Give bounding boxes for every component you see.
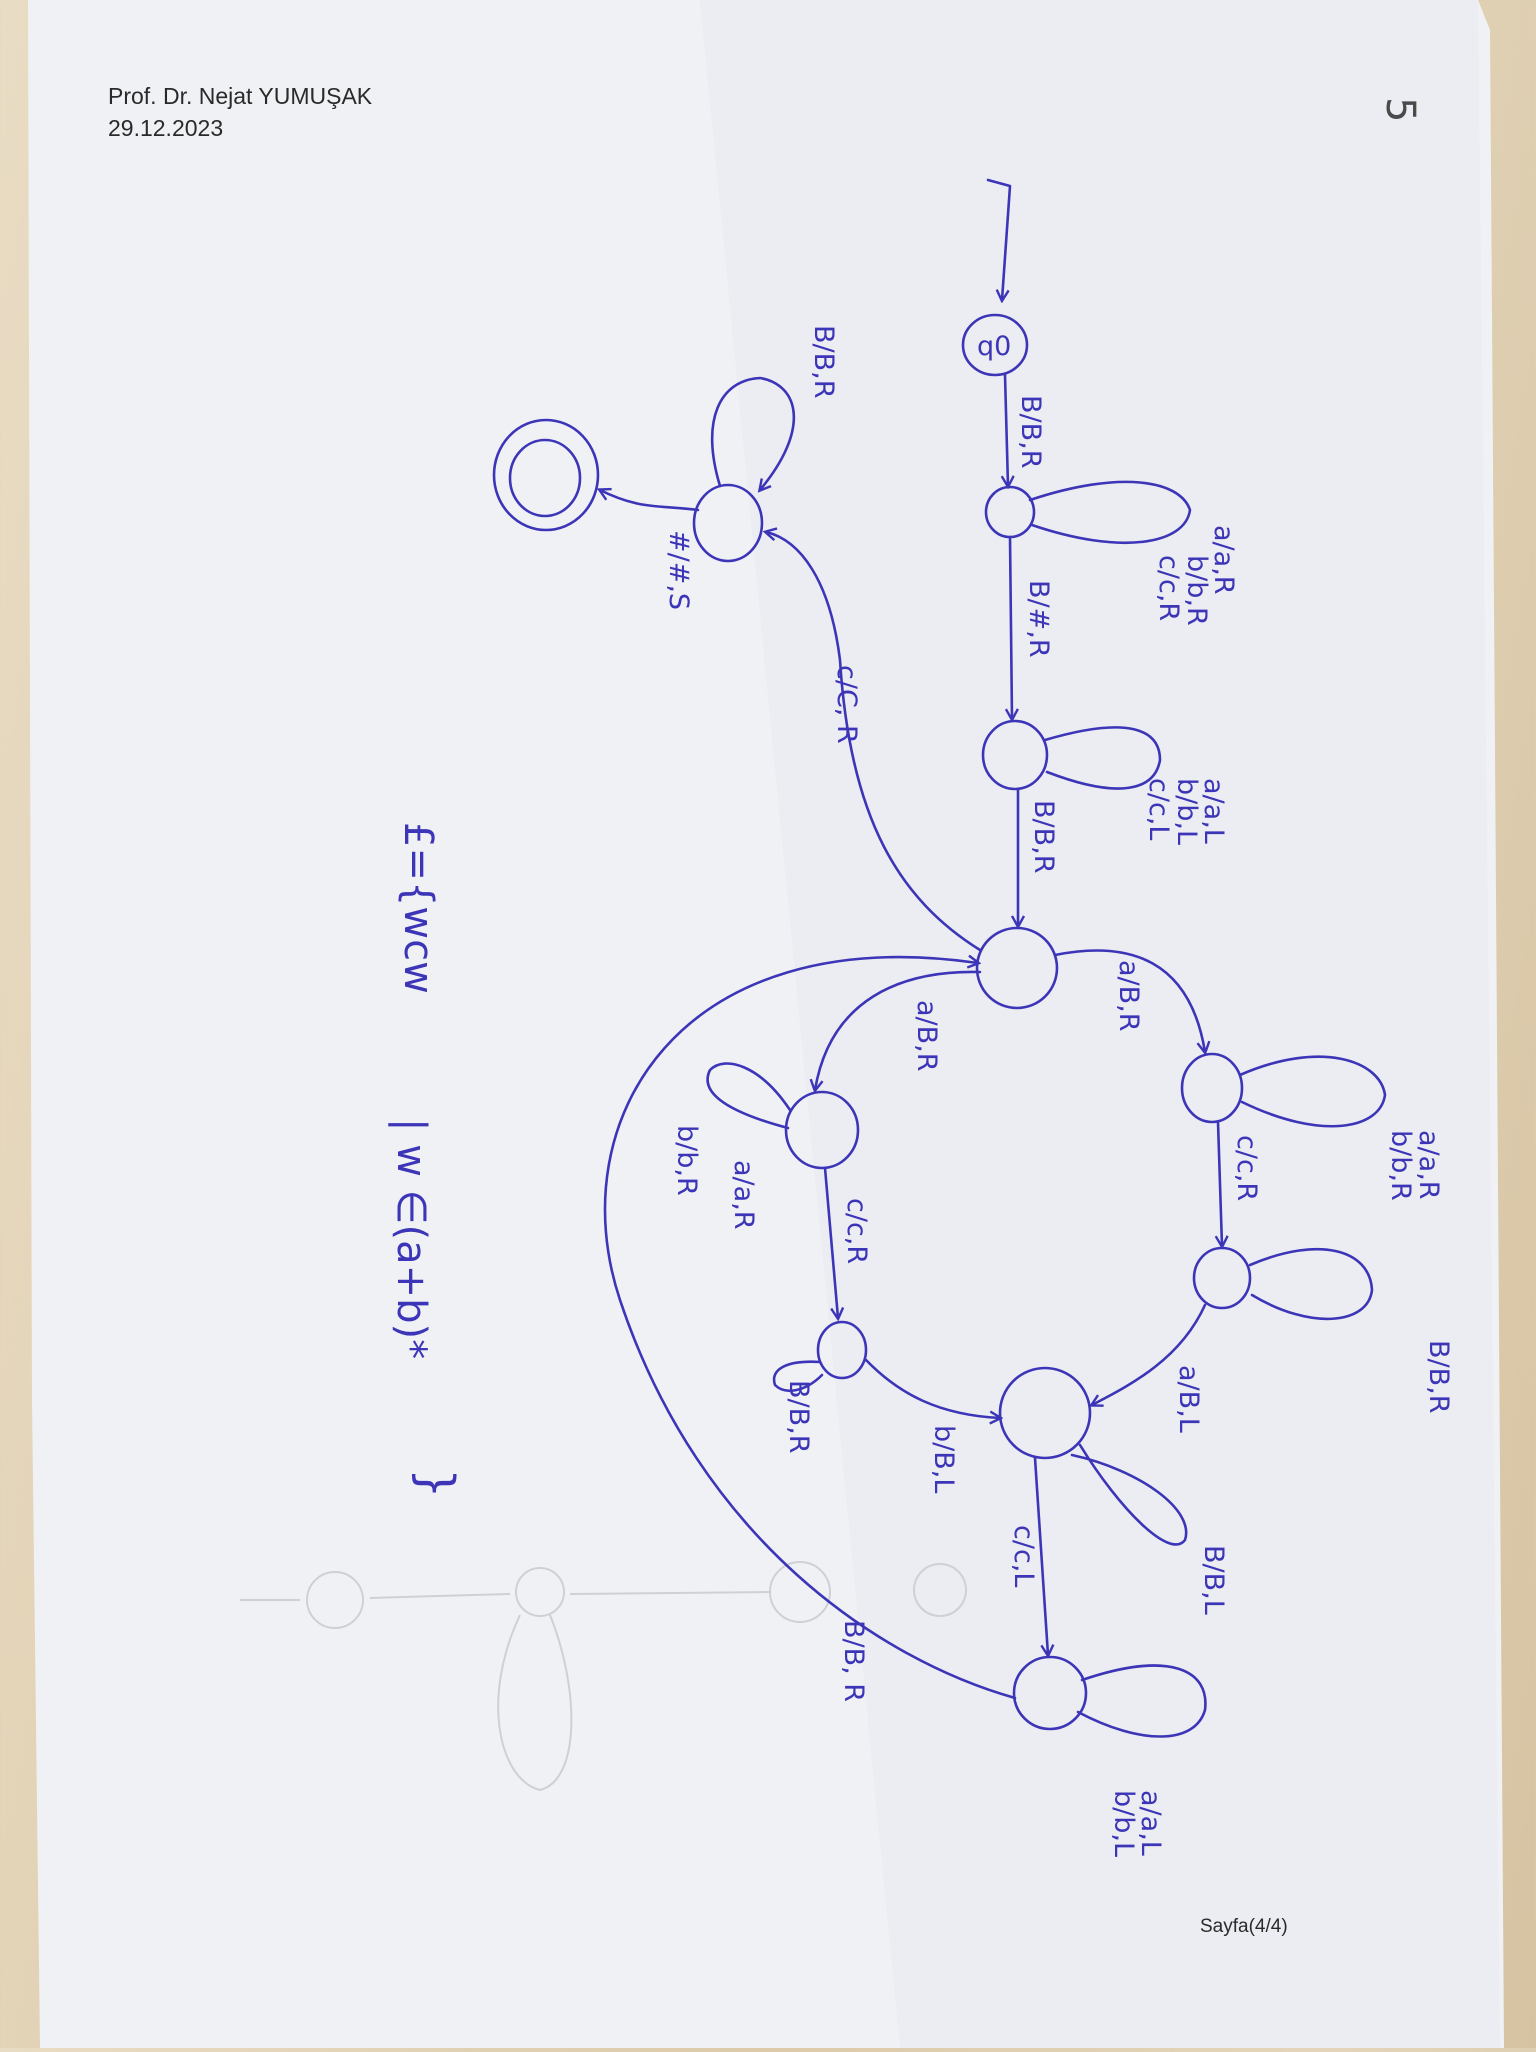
label-s3-loop: B/B,R xyxy=(808,325,839,399)
state-left1 xyxy=(784,1090,860,1170)
state-right1 xyxy=(1180,1052,1244,1124)
label-back-to-hub: B/B, R xyxy=(838,1620,869,1702)
labels-s1-loop: a/a,R b/b,R c/c,R xyxy=(1153,525,1239,626)
labels-back-loop: a/a,L b/b,L xyxy=(1108,1790,1166,1857)
language-line-3: } xyxy=(408,1468,464,1499)
label-s1-loop-1: a/a,R xyxy=(1208,525,1239,595)
edge-left2-to-merge xyxy=(864,1358,1000,1418)
label-s2-loop-3: c/c,L xyxy=(1143,778,1174,840)
loop-left1 xyxy=(706,1062,792,1130)
state-left2 xyxy=(816,1320,868,1380)
edge-right1-to-right2 xyxy=(1218,1120,1222,1246)
state-s3 xyxy=(692,483,764,563)
label-right2-loop: B/B,R xyxy=(1423,1340,1454,1414)
label-back-loop-2: b/b,L xyxy=(1108,1790,1139,1857)
loop-s1 xyxy=(1028,480,1192,545)
labels-left1-loop: a/a,R b/b,R xyxy=(671,1125,759,1230)
label-start-to-s1: B/B,R xyxy=(1015,395,1046,469)
state-s2 xyxy=(981,719,1049,791)
loop-merge xyxy=(1070,1443,1188,1546)
state-right2 xyxy=(1192,1246,1252,1310)
label-s1-loop-3: c/c,R xyxy=(1153,555,1184,621)
label-left1-loop-1: a/a,R xyxy=(728,1160,759,1230)
label-merge-to-back: c/c,L xyxy=(1008,1525,1039,1587)
ghost-drawing xyxy=(240,1561,967,1792)
label-hub-to-s3: c/C, R xyxy=(831,665,862,744)
language-line-2: | w ∈(a+b)* xyxy=(388,1118,434,1359)
state-final xyxy=(492,418,600,532)
loop-right2 xyxy=(1248,1247,1374,1321)
edge-hub-to-right1 xyxy=(1053,949,1205,1052)
label-left1-to-left2: c/c,R xyxy=(841,1198,872,1264)
edge-back-to-hub xyxy=(603,957,1017,1700)
language-definition: £={wcw | w ∈(a+b)* } xyxy=(388,822,464,1499)
label-s2-to-hub: B/B,R xyxy=(1028,800,1059,874)
label-s1-to-s2: B/#,R xyxy=(1023,580,1054,658)
label-left1-loop-2: b/b,R xyxy=(671,1125,702,1196)
edge-hub-to-s3 xyxy=(766,532,982,952)
label-hub-to-right1: a/B,R xyxy=(1113,960,1144,1032)
edge-left1-to-left2 xyxy=(823,1166,838,1318)
author-name: Prof. Dr. Nejat YUMUŞAK xyxy=(108,83,373,109)
loop-back xyxy=(1076,1664,1207,1738)
page-footer: Sayfa(4/4) xyxy=(1200,1916,1288,1937)
label-s2-loop-2: b/b,L xyxy=(1171,778,1202,845)
label-left2-loop: B/B,R xyxy=(783,1380,814,1454)
loop-s2 xyxy=(1043,726,1162,790)
labels-s2-loop: a/a,L b/b,L c/c,L xyxy=(1143,778,1229,845)
label-left2-to-merge: b/B,L xyxy=(928,1425,959,1493)
label-hub-to-left1: a/B,R xyxy=(911,1000,942,1072)
loop-s3 xyxy=(710,376,796,490)
label-right1-loop-1: a/a,R xyxy=(1413,1130,1444,1200)
label-right1-loop-2: b/b,R xyxy=(1385,1130,1416,1201)
state-q0: q0 xyxy=(961,313,1029,377)
document-date: 29.12.2023 xyxy=(108,115,224,141)
label-s2-loop-1: a/a,L xyxy=(1198,778,1229,844)
label-merge-loop: B/B,L xyxy=(1198,1545,1229,1615)
state-q0-label: q0 xyxy=(977,331,1011,362)
label-s3-to-final: #/#,S xyxy=(663,530,694,610)
label-right1-to-right2: c/c,R xyxy=(1231,1135,1262,1201)
edge-merge-to-back xyxy=(1033,1456,1048,1655)
state-back xyxy=(1012,1655,1088,1731)
state-hub xyxy=(975,926,1059,1010)
edge-q0-to-s1 xyxy=(1005,373,1008,486)
loop-right1 xyxy=(1238,1055,1387,1128)
labels-right1-loop: a/a,R b/b,R xyxy=(1385,1130,1444,1201)
state-merge xyxy=(998,1366,1092,1460)
label-back-loop-1: a/a,L xyxy=(1135,1790,1166,1856)
edge-s3-to-final xyxy=(600,490,700,512)
edge-s1-to-s2 xyxy=(1010,535,1012,719)
state-s1 xyxy=(984,485,1036,539)
label-right2-to-merge: a/B,L xyxy=(1173,1365,1204,1433)
edge-hub-to-left1 xyxy=(815,970,982,1090)
start-arrow xyxy=(986,178,1012,300)
language-line-1: £={wcw xyxy=(395,822,441,994)
label-s1-loop-2: b/b,R xyxy=(1181,555,1212,626)
loop-left2 xyxy=(772,1360,824,1393)
edge-right2-to-merge xyxy=(1092,1303,1207,1405)
